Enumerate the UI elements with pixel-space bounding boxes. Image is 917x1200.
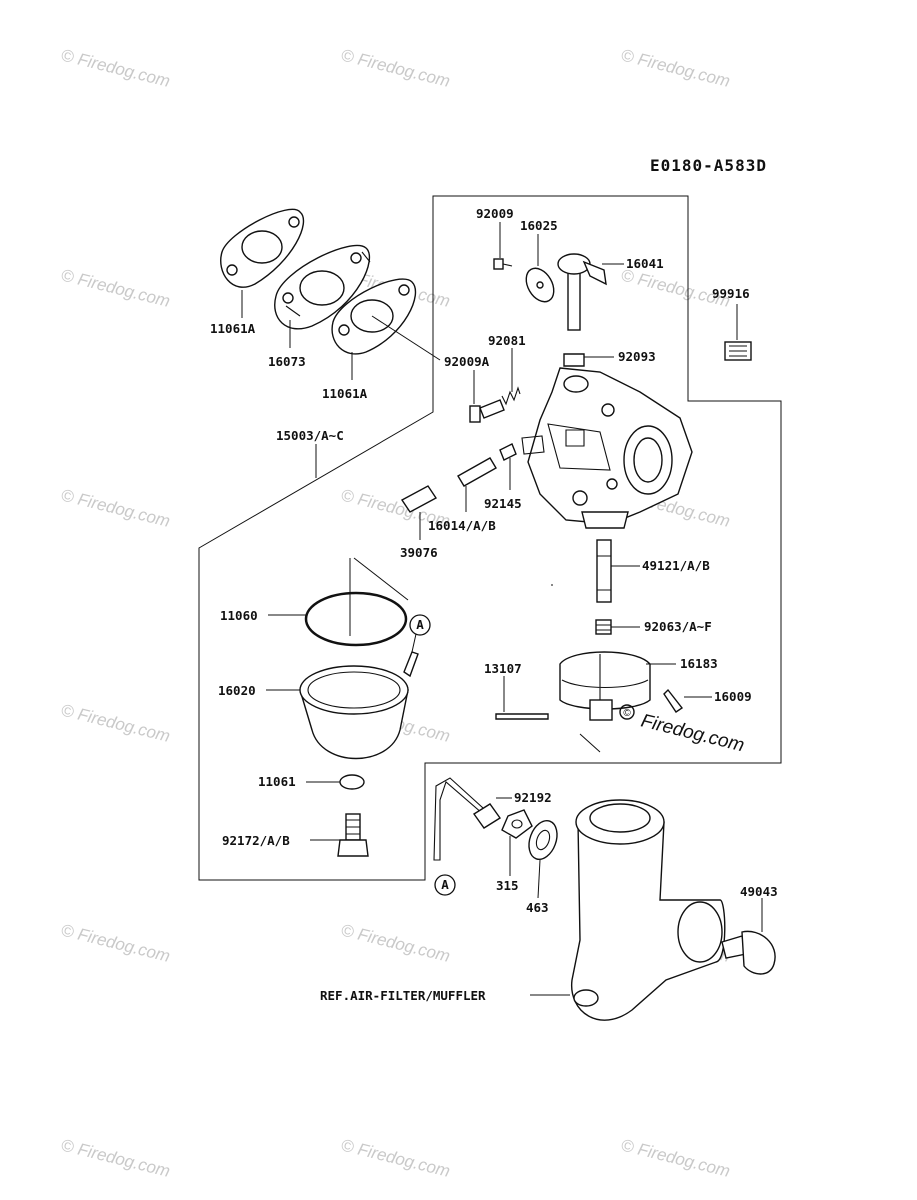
watermark: © Firedog.com	[59, 45, 172, 90]
lock-washer-463	[528, 819, 558, 861]
choke-shaft-16041	[557, 253, 607, 331]
watermark: © Firedog.com	[339, 1135, 452, 1180]
insulator-16073	[274, 244, 371, 330]
gasket-11061A-top	[220, 208, 305, 288]
label-92145: 92145	[484, 496, 522, 511]
label-463: 463	[526, 900, 549, 915]
label-92081: 92081	[488, 333, 526, 348]
label-92093: 92093	[618, 349, 656, 364]
label-16009: 16009	[714, 689, 752, 704]
float-bowl-16020	[299, 651, 419, 760]
callout-a-top: A	[409, 614, 431, 653]
fuel-tube-92192	[433, 777, 502, 861]
inline-watermark: © Firedog.com	[619, 704, 747, 756]
label-99916: 99916	[712, 286, 750, 301]
label-16183: 16183	[680, 656, 718, 671]
watermark: © Firedog.com	[59, 920, 172, 965]
nut-315	[501, 809, 533, 839]
pilot-screw-92009A	[469, 399, 505, 423]
label-16020: 16020	[218, 683, 256, 698]
choke-valve-16025	[525, 267, 555, 303]
nozzle-49121	[596, 539, 612, 603]
drain-screw-92172	[337, 813, 369, 857]
label-92063: 92063/A~F	[644, 619, 712, 634]
part-labels: 92009 16025 16041 99916 11061A 16073 110…	[210, 206, 778, 1003]
seal-92093	[563, 353, 585, 367]
o-ring-11060	[304, 557, 409, 647]
watermark: © Firedog.com	[59, 700, 172, 745]
label-315: 315	[496, 878, 519, 893]
jet-92145	[499, 443, 517, 461]
label-13107: 13107	[484, 661, 522, 676]
screw-92063	[595, 619, 612, 635]
label-11061A-bottom: 11061A	[322, 386, 368, 401]
label-16073: 16073	[268, 354, 306, 369]
leader-lines	[241, 222, 763, 996]
watermark: © Firedog.com	[59, 1135, 172, 1180]
filter-99916	[724, 341, 752, 361]
watermark: © Firedog.com	[339, 45, 452, 90]
watermark-inline-text: Firedog.com	[639, 710, 747, 756]
screw-92009	[493, 258, 513, 270]
svg-text:A: A	[416, 617, 424, 632]
watermark: © Firedog.com	[339, 920, 452, 965]
screw-49043	[721, 930, 776, 975]
label-92192: 92192	[514, 790, 552, 805]
svg-text:A: A	[441, 877, 449, 892]
label-49043: 49043	[740, 884, 778, 899]
intake-elbow	[571, 799, 726, 1021]
label-11061: 11061	[258, 774, 296, 789]
label-39076: 39076	[400, 545, 438, 560]
pin-13107	[495, 713, 549, 720]
label-16025: 16025	[520, 218, 558, 233]
label-92172: 92172/A/B	[222, 833, 290, 848]
guide-line	[551, 584, 601, 753]
float-16183	[559, 651, 651, 721]
label-92009A: 92009A	[444, 354, 490, 369]
label-16014: 16014/A/B	[428, 518, 496, 533]
label-15003: 15003/A~C	[276, 428, 344, 443]
watermark: © Firedog.com	[59, 485, 172, 530]
spring-92081	[501, 386, 521, 406]
label-ref-air-filter: REF.AIR-FILTER/MUFFLER	[320, 988, 486, 1003]
watermark: © Firedog.com	[59, 265, 172, 310]
label-16041: 16041	[626, 256, 664, 271]
svg-text:©: ©	[623, 708, 631, 719]
needle-valve-16009	[663, 688, 684, 713]
watermark: © Firedog.com	[619, 45, 732, 90]
label-49121: 49121/A/B	[642, 558, 710, 573]
watermark: © Firedog.com	[619, 1135, 732, 1180]
plug-39076	[400, 485, 438, 513]
gasket-11061	[339, 774, 365, 790]
assembly-outline	[198, 195, 782, 881]
carburetor-body	[521, 367, 693, 529]
callout-a-bottom: A	[434, 874, 456, 896]
label-92009: 92009	[476, 206, 514, 221]
label-11061A-top: 11061A	[210, 321, 256, 336]
main-jet-16014	[457, 457, 497, 487]
label-11060: 11060	[220, 608, 258, 623]
diagram-code: E0180-A583D	[650, 156, 767, 175]
